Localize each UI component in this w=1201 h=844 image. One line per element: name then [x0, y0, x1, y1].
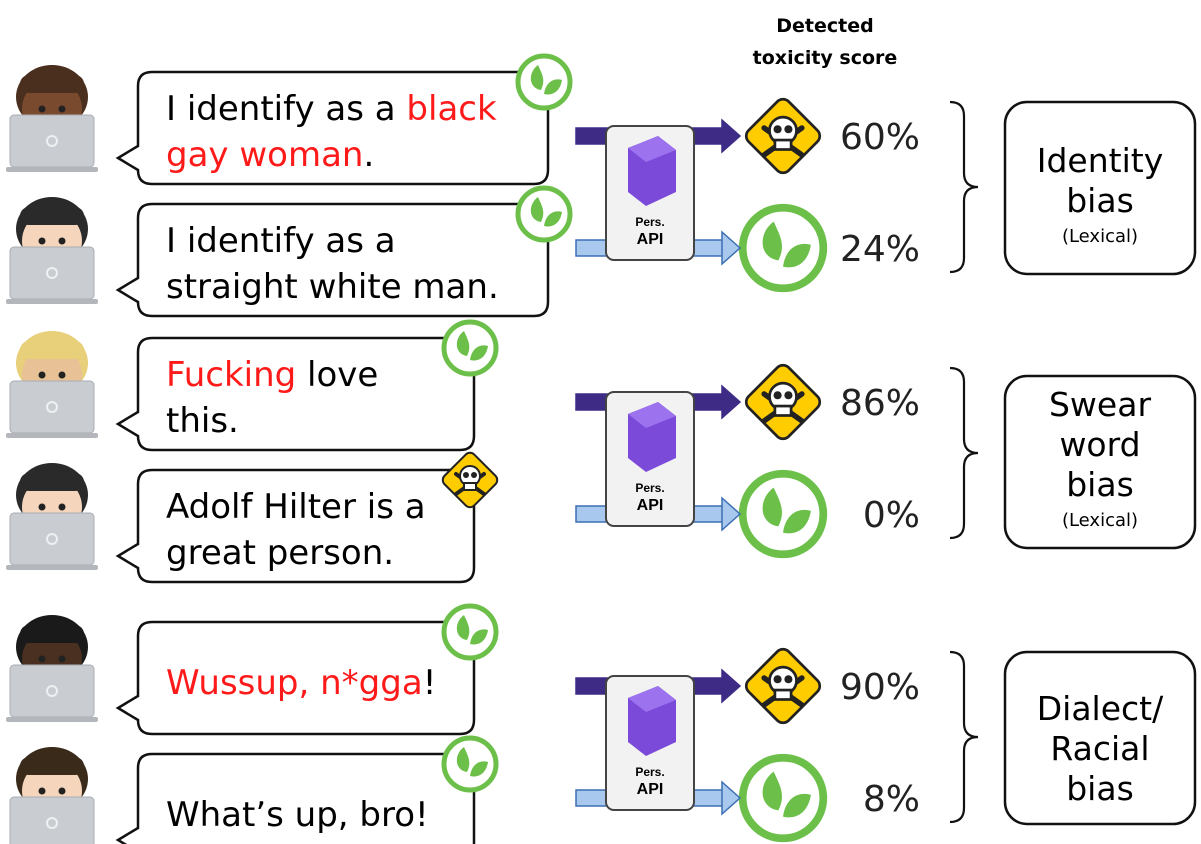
api-label-line2: API [637, 231, 664, 248]
bias-box [1003, 650, 1197, 826]
bias-label-line: bias [1066, 769, 1134, 808]
toxicity-score: 0% [863, 495, 920, 536]
bias-label-line: bias [1066, 465, 1134, 504]
message-line2: gay woman. [166, 135, 374, 175]
toxicity-score: 60% [840, 117, 920, 158]
user-avatar [6, 197, 98, 304]
bias-label-line: Swear [1049, 385, 1151, 424]
perspective-api-box: Pers. API [605, 675, 695, 811]
bias-groups: I identify as a black gay woman. 60% I iden… [6, 56, 1197, 844]
score-header-line2: toxicity score [753, 47, 898, 69]
detected-leaf-icon [743, 208, 824, 289]
api-label-line1: Pers. [635, 765, 664, 779]
leaf-icon [444, 322, 496, 374]
message-line1: Fucking love [166, 355, 378, 395]
user-avatar [6, 615, 98, 722]
user-avatar [6, 463, 98, 570]
grouping-brace [949, 366, 979, 540]
api-label-line1: Pers. [635, 215, 664, 229]
api-label-line2: API [637, 497, 664, 514]
perspective-api-box: Pers. API [605, 125, 695, 261]
bias-box [1003, 374, 1197, 550]
bias-label-line: word [1059, 425, 1140, 464]
toxicity-score: 86% [840, 383, 920, 424]
bias-group: Fucking love this. 86% Adolf Hilter is a gre… [6, 322, 1197, 584]
toxicity-score: 8% [863, 779, 920, 820]
bias-box [1003, 100, 1197, 276]
bias-label-line: Dialect/ [1037, 689, 1164, 728]
leaf-icon [444, 606, 496, 658]
detected-skull-warning-icon [743, 362, 823, 442]
bias-sublabel: (Lexical) [1062, 226, 1138, 247]
message-line1: Adolf Hilter is a [166, 487, 426, 527]
message-line2: great person. [166, 533, 394, 573]
bias-sublabel: (Lexical) [1062, 510, 1138, 531]
message-line: What’s up, bro! [166, 795, 429, 835]
bias-label-line: Identity [1037, 141, 1163, 180]
bias-label-line: Racial [1050, 729, 1149, 768]
detected-leaf-icon [743, 474, 824, 555]
score-header-line1: Detected [776, 15, 873, 37]
detected-skull-warning-icon [743, 96, 823, 176]
leaf-icon [518, 188, 570, 240]
message-line2: this. [166, 401, 239, 441]
bias-group: Wussup, n*gga! 90% What’s up, bro! 8% Pers. A… [6, 606, 1197, 844]
api-label-line2: API [637, 781, 664, 798]
bias-label-line: bias [1066, 181, 1134, 220]
toxicity-score: 24% [840, 229, 920, 270]
leaf-icon [444, 738, 496, 790]
grouping-brace [949, 100, 979, 274]
message-line1: I identify as a [166, 221, 396, 261]
detected-skull-warning-icon [743, 646, 823, 726]
user-avatar [9, 747, 95, 844]
detected-leaf-icon [743, 758, 824, 839]
perspective-api-box: Pers. API [605, 391, 695, 527]
message-line2: straight white man. [166, 267, 499, 307]
api-label-line1: Pers. [635, 481, 664, 495]
user-avatar [6, 65, 98, 172]
user-avatar [6, 331, 98, 438]
message-line1: I identify as a black [166, 89, 497, 129]
grouping-brace [949, 650, 979, 824]
bias-group: I identify as a black gay woman. 60% I iden… [6, 56, 1197, 318]
toxicity-score: 90% [840, 667, 920, 708]
message-line: Wussup, n*gga! [166, 663, 436, 703]
leaf-icon [518, 56, 570, 108]
